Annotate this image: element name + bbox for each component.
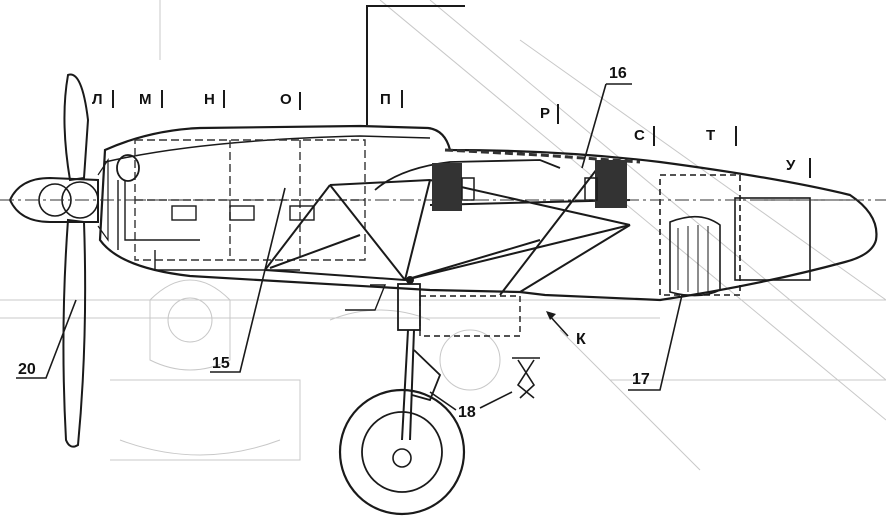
section-label-u: У [786, 157, 796, 174]
section-label-n: Н [204, 91, 215, 108]
armor-blocks [432, 160, 627, 211]
rear-compartment [659, 174, 860, 297]
callout-16: 16 [609, 65, 627, 82]
canopy-glazing-dash [444, 148, 641, 164]
propeller [8, 73, 109, 448]
antenna-mast [366, 5, 465, 125]
callout-18: 18 [458, 404, 476, 421]
landing-gear [338, 276, 540, 516]
section-label-t: Т [706, 127, 715, 144]
background-ghost-lines [0, 0, 886, 471]
section-label-r: Р [540, 105, 550, 122]
fuselage-truss [264, 164, 631, 296]
section-label-l: Л [92, 91, 103, 108]
section-label-p: П [380, 91, 391, 108]
cockpit-canopy [374, 159, 561, 191]
fuselage-outline [98, 124, 878, 302]
section-label-m: М [139, 91, 152, 108]
section-labels: Л М Н О П Р С Т У [92, 90, 811, 178]
callout-20: 20 [18, 361, 36, 378]
callout-k: К [576, 331, 586, 348]
callout-17: 17 [632, 371, 650, 388]
callout-15: 15 [212, 355, 230, 372]
section-label-s: С [634, 127, 645, 144]
engine-block [116, 139, 366, 271]
section-label-o: О [280, 91, 292, 108]
lower-bay [345, 284, 521, 337]
callouts: 16 15 20 17 18 К [16, 65, 683, 421]
